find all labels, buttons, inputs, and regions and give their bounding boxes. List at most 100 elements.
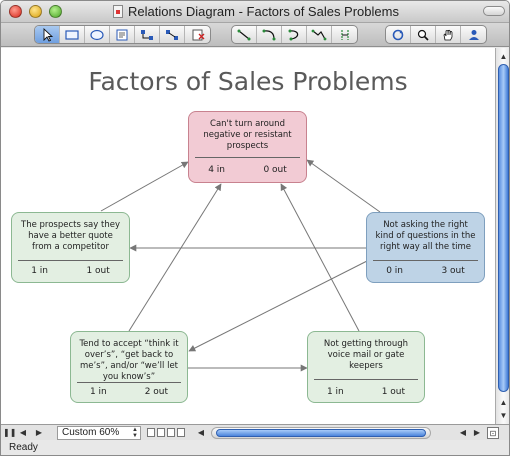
node-divider xyxy=(77,382,181,383)
view-mode-2-icon[interactable] xyxy=(157,428,165,437)
node-divider xyxy=(314,379,418,380)
relation-links xyxy=(100,159,381,372)
node-divider xyxy=(195,157,300,158)
curve-tool-button[interactable] xyxy=(282,26,307,43)
smart-connector-tool-button[interactable] xyxy=(160,26,185,43)
bezier-tool-button[interactable] xyxy=(332,26,357,43)
scroll-left-icon[interactable]: ◀ xyxy=(459,428,467,437)
zoom-value: Custom 60% xyxy=(62,427,120,438)
node-cant-turn-around[interactable]: Can't turn around negative or resistant … xyxy=(188,111,307,183)
zoom-window-button[interactable] xyxy=(49,5,62,18)
node-text: Tend to accept “think it over’s”, “get b… xyxy=(79,339,179,382)
user-tool-button[interactable] xyxy=(461,26,486,43)
horizontal-scrollbar[interactable] xyxy=(211,427,431,439)
view-mode-3-icon[interactable] xyxy=(167,428,175,437)
toolbar-toggle-button[interactable] xyxy=(483,6,505,16)
node-divider xyxy=(18,260,123,261)
node-out-count: 3 out xyxy=(441,266,465,276)
fit-page-icon[interactable]: ⊡ xyxy=(487,427,499,439)
connector-icon xyxy=(141,29,153,40)
scroll-right-icon[interactable]: ▶ xyxy=(473,428,481,437)
node-not-asking-right-questions[interactable]: Not asking the right kind of questions i… xyxy=(366,212,485,283)
close-window-button[interactable] xyxy=(9,5,22,18)
delete-tool-button[interactable] xyxy=(185,26,210,43)
hand-icon xyxy=(443,29,453,40)
refresh-tool-button[interactable] xyxy=(386,26,411,43)
node-out-count: 1 out xyxy=(86,266,110,276)
line-tools-group xyxy=(231,25,358,44)
link-right-to-top[interactable] xyxy=(306,159,381,213)
link-bottomright-to-top[interactable] xyxy=(280,183,360,332)
scroll-left-icon[interactable]: ◀ xyxy=(197,428,205,437)
rectangle-tool-button[interactable] xyxy=(60,26,85,43)
node-counts: 1 in 1 out xyxy=(308,387,424,397)
previous-page-icon[interactable]: ◀ xyxy=(19,428,27,437)
node-divider xyxy=(373,260,478,261)
refresh-icon xyxy=(392,29,404,40)
connector-tool-button[interactable] xyxy=(135,26,160,43)
node-in-count: 0 in xyxy=(386,266,404,276)
node-out-count: 1 out xyxy=(381,387,406,397)
view-mode-4-icon[interactable] xyxy=(177,428,185,437)
view-mode-1-icon[interactable] xyxy=(147,428,155,437)
bezier-icon xyxy=(340,29,349,40)
node-text: Can't turn around negative or resistant … xyxy=(203,119,292,151)
line-icon xyxy=(237,29,251,40)
node-counts: 0 in 3 out xyxy=(367,266,484,276)
node-accept-think-it-over[interactable]: Tend to accept “think it over’s”, “get b… xyxy=(70,331,188,403)
polyline-icon xyxy=(311,29,327,40)
pan-tool-button[interactable] xyxy=(436,26,461,43)
title-bar: Relations Diagram - Factors of Sales Pro… xyxy=(1,1,509,23)
link-right-to-bottomleft[interactable] xyxy=(188,260,368,352)
pointer-tool-button[interactable] xyxy=(35,26,60,43)
next-page-icon[interactable]: ▶ xyxy=(35,428,43,437)
diagram-title: Factors of Sales Problems xyxy=(88,67,408,96)
text-box-icon xyxy=(116,29,128,40)
bottom-bar: ❚❚ ◀ ▶ Custom 60% ▲▼ ◀ ◀ ▶ ⊡ xyxy=(1,424,509,440)
arc-icon xyxy=(262,29,276,40)
status-text: Ready xyxy=(9,442,38,453)
delete-icon xyxy=(192,29,204,40)
toolbar xyxy=(1,23,509,47)
status-bar: Ready xyxy=(1,440,509,455)
text-box-tool-button[interactable] xyxy=(110,26,135,43)
node-text: Not getting through voice mail or gate k… xyxy=(323,339,409,371)
rectangle-icon xyxy=(65,29,79,40)
window-title: Relations Diagram - Factors of Sales Pro… xyxy=(128,4,399,19)
node-in-count: 1 in xyxy=(89,387,107,397)
node-voice-mail-gate-keepers[interactable]: Not getting through voice mail or gate k… xyxy=(307,331,425,403)
node-in-count: 1 in xyxy=(326,387,344,397)
user-icon xyxy=(468,29,479,40)
zoom-tool-button[interactable] xyxy=(411,26,436,43)
view-tools-group xyxy=(385,25,487,44)
ellipse-tool-button[interactable] xyxy=(85,26,110,43)
vertical-scrollbar[interactable]: ▲ ▲ ▼ xyxy=(495,48,509,424)
node-out-count: 0 out xyxy=(263,165,287,175)
magnifier-icon xyxy=(417,29,429,41)
link-left-to-top[interactable] xyxy=(100,161,189,212)
node-text: The prospects say they have a better quo… xyxy=(21,220,120,252)
ellipse-icon xyxy=(90,29,104,40)
node-better-quote[interactable]: The prospects say they have a better quo… xyxy=(11,212,130,283)
line-tool-button[interactable] xyxy=(232,26,257,43)
node-counts: 1 in 1 out xyxy=(12,266,129,276)
node-in-count: 4 in xyxy=(208,165,226,175)
polyline-tool-button[interactable] xyxy=(307,26,332,43)
node-in-count: 1 in xyxy=(31,266,49,276)
stepper-arrows-icon: ▲▼ xyxy=(132,427,138,439)
pause-icon[interactable]: ❚❚ xyxy=(3,428,17,437)
vertical-scroll-thumb[interactable] xyxy=(498,64,509,392)
drawing-tools-group xyxy=(34,25,211,44)
arc-tool-button[interactable] xyxy=(257,26,282,43)
zoom-select[interactable]: Custom 60% ▲▼ xyxy=(57,426,141,440)
node-counts: 4 in 0 out xyxy=(189,165,306,175)
horizontal-scroll-thumb[interactable] xyxy=(216,429,426,437)
scroll-up-icon[interactable]: ▲ xyxy=(499,398,508,407)
minimize-window-button[interactable] xyxy=(29,5,42,18)
node-out-count: 2 out xyxy=(144,387,169,397)
scroll-down-icon[interactable]: ▼ xyxy=(499,411,508,420)
link-bottomleft-to-top[interactable] xyxy=(128,183,222,332)
scroll-up-icon[interactable]: ▲ xyxy=(499,52,508,61)
diagram-canvas[interactable]: Factors of Sales Problems Can't turn aro… xyxy=(1,48,495,424)
